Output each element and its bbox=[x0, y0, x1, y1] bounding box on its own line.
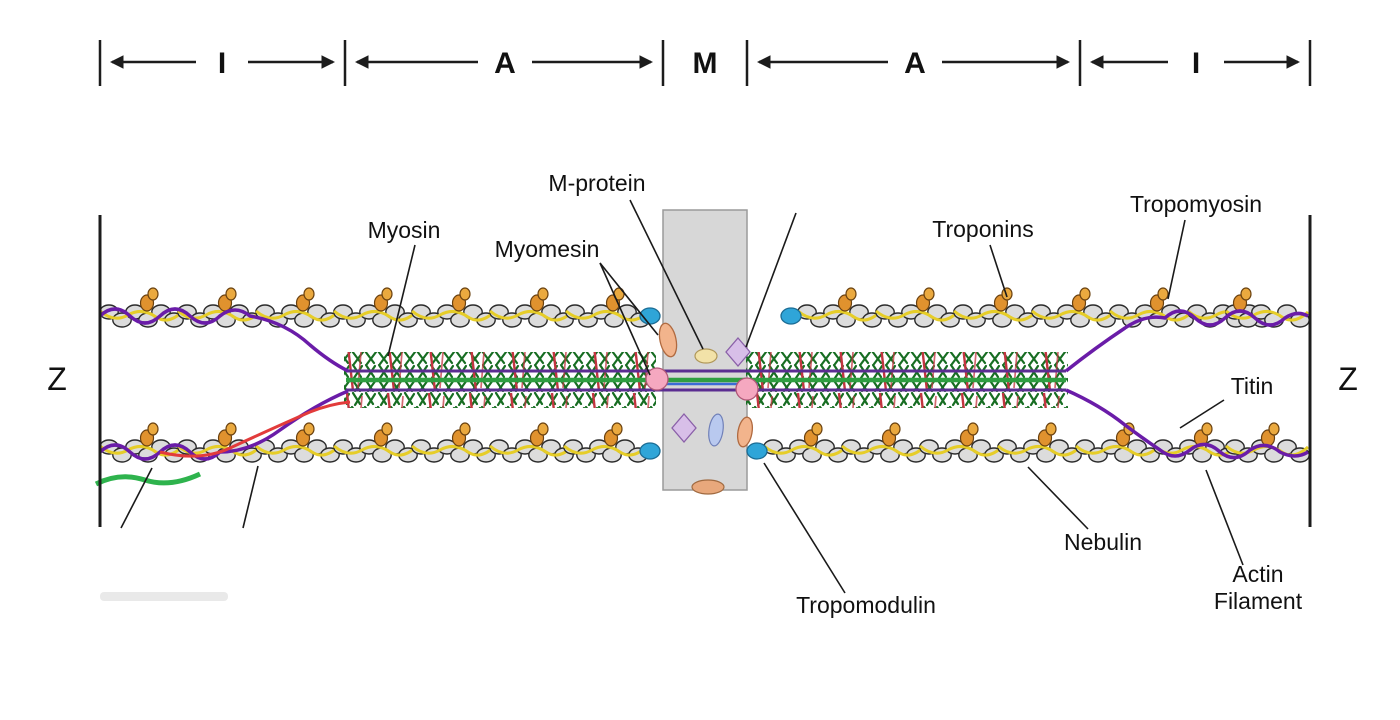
band-label-i-left: I bbox=[218, 47, 226, 80]
leader-m-protein bbox=[745, 212, 797, 348]
actin-filament-top-left bbox=[98, 287, 661, 329]
actin-filament-top-right bbox=[780, 287, 1311, 329]
filament-core-lines bbox=[346, 369, 1066, 392]
m-line-yellow-blob bbox=[694, 348, 718, 364]
myomesin-blob bbox=[736, 416, 754, 448]
label-actin-filament-line2: Filament bbox=[1214, 588, 1303, 614]
faded-smudge bbox=[100, 592, 228, 601]
m-protein-diamond bbox=[671, 413, 697, 443]
tropomodulin-cap bbox=[780, 307, 802, 325]
leader-tropomodulin bbox=[763, 462, 846, 594]
leader-tropomyosin bbox=[1167, 219, 1186, 300]
m-line-pink-blob bbox=[735, 377, 759, 401]
leader-myomesin bbox=[599, 262, 651, 376]
tropomodulin-cap bbox=[639, 442, 661, 460]
actin-filament-bottom-right bbox=[746, 422, 1311, 464]
z-disc-label-left: Z bbox=[47, 361, 67, 397]
titin-red-strand bbox=[159, 400, 351, 458]
leader-myosin bbox=[387, 244, 416, 357]
label-m-protein: M-protein bbox=[548, 170, 645, 196]
leader-titin bbox=[1179, 399, 1225, 429]
myomesin-blob bbox=[658, 322, 678, 358]
troponin-complex bbox=[1260, 422, 1280, 447]
myomesin-blob bbox=[691, 479, 725, 495]
actin-filament-bottom-left bbox=[98, 422, 661, 464]
titin-strand bbox=[98, 389, 349, 461]
label-tropomyosin: Tropomyosin bbox=[1130, 191, 1262, 217]
leader-m-protein bbox=[629, 199, 704, 350]
label-myomesin: Myomesin bbox=[495, 236, 600, 262]
leader-actin-filament bbox=[1205, 469, 1244, 566]
label-myosin: Myosin bbox=[368, 217, 441, 243]
titin-connectors bbox=[94, 307, 1309, 487]
leader-myomesin bbox=[599, 262, 659, 336]
titin-strand bbox=[1064, 309, 1309, 373]
titin-strand bbox=[98, 307, 349, 373]
label-actin-filament-line1: Actin bbox=[1232, 561, 1283, 587]
band-label-m: M bbox=[693, 47, 718, 80]
band-label-i-right: I bbox=[1192, 47, 1200, 80]
label-nebulin: Nebulin bbox=[1064, 529, 1142, 555]
leader-unlabeled-left bbox=[120, 467, 153, 529]
label-titin: Titin bbox=[1231, 373, 1274, 399]
m-protein-diamond bbox=[725, 337, 751, 367]
m-line-pink-blob bbox=[645, 367, 669, 391]
titin-strand bbox=[1065, 388, 1309, 460]
band-label-a-right: A bbox=[904, 47, 926, 80]
leader-unlabeled-left bbox=[242, 465, 259, 529]
leader-troponins bbox=[989, 244, 1008, 298]
tropomodulin-cap bbox=[746, 442, 768, 460]
m-line-blue-blob bbox=[708, 413, 724, 447]
band-label-a-left: A bbox=[494, 47, 516, 80]
label-tropomodulin: Tropomodulin bbox=[796, 592, 936, 618]
band-ruler bbox=[98, 40, 1312, 86]
z-disc-label-right: Z bbox=[1338, 361, 1358, 397]
leader-lines bbox=[120, 199, 1244, 594]
leader-nebulin bbox=[1027, 466, 1089, 530]
m-line-proteins bbox=[645, 322, 759, 495]
label-troponins: Troponins bbox=[932, 216, 1033, 242]
